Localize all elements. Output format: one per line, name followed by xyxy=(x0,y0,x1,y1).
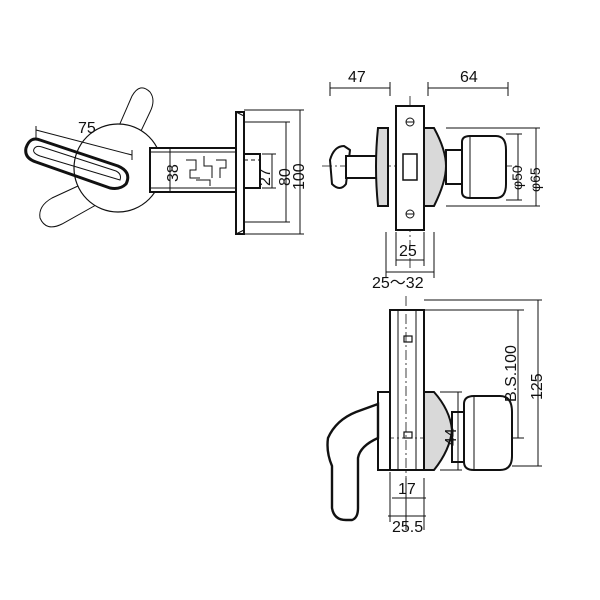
rose-disc xyxy=(73,123,163,213)
dim-100: 100 xyxy=(291,163,308,190)
front-elevation-view: 47 64 φ50 φ65 xyxy=(322,69,543,292)
lever-main xyxy=(24,137,130,190)
knob-neck xyxy=(445,149,463,185)
dim-offset-right: 64 xyxy=(460,69,478,86)
lever-neck xyxy=(345,155,379,179)
rose-left-plan xyxy=(377,391,391,471)
bolt-top xyxy=(403,335,413,343)
dim-27: 27 xyxy=(257,168,274,186)
dim-offset-left: 47 xyxy=(348,69,366,86)
latch-slot-pattern xyxy=(186,156,227,186)
dim-25-5: 25.5 xyxy=(392,519,423,536)
dim-rose-65: φ65 xyxy=(527,167,543,192)
latch-plate-tall xyxy=(389,309,425,471)
rose-right xyxy=(423,127,448,207)
dim-80: 80 xyxy=(277,168,294,186)
dim-lever-length: 75 xyxy=(78,120,96,137)
lever-plan xyxy=(326,402,380,522)
bolt-bottom xyxy=(403,431,413,439)
dim-backset: B.S.100 xyxy=(503,345,520,402)
lever-inner-outline xyxy=(33,145,121,181)
latch-window xyxy=(402,153,418,181)
knob xyxy=(461,135,507,199)
dim-total-125: 125 xyxy=(529,373,546,400)
dim-hub-44: 44 xyxy=(443,428,460,446)
dim-bolt-width: 25 xyxy=(399,243,417,260)
lever-ghost-down xyxy=(39,173,113,228)
plan-view: 44 B.S.100 125 17 25.5 xyxy=(326,296,546,536)
lever-side-view: 75 38 27 80 100 xyxy=(24,87,308,235)
knob-body-plan xyxy=(463,395,513,471)
latch-bolt xyxy=(243,153,261,189)
dim-spindle-width: 38 xyxy=(165,164,182,182)
lever-ghost-up xyxy=(111,87,154,151)
dim-17: 17 xyxy=(398,481,416,498)
dim-rose-50: φ50 xyxy=(509,165,525,190)
face-plate xyxy=(235,111,245,235)
rose-left xyxy=(375,127,389,207)
dim-door-thickness: 25〜32 xyxy=(372,275,424,292)
